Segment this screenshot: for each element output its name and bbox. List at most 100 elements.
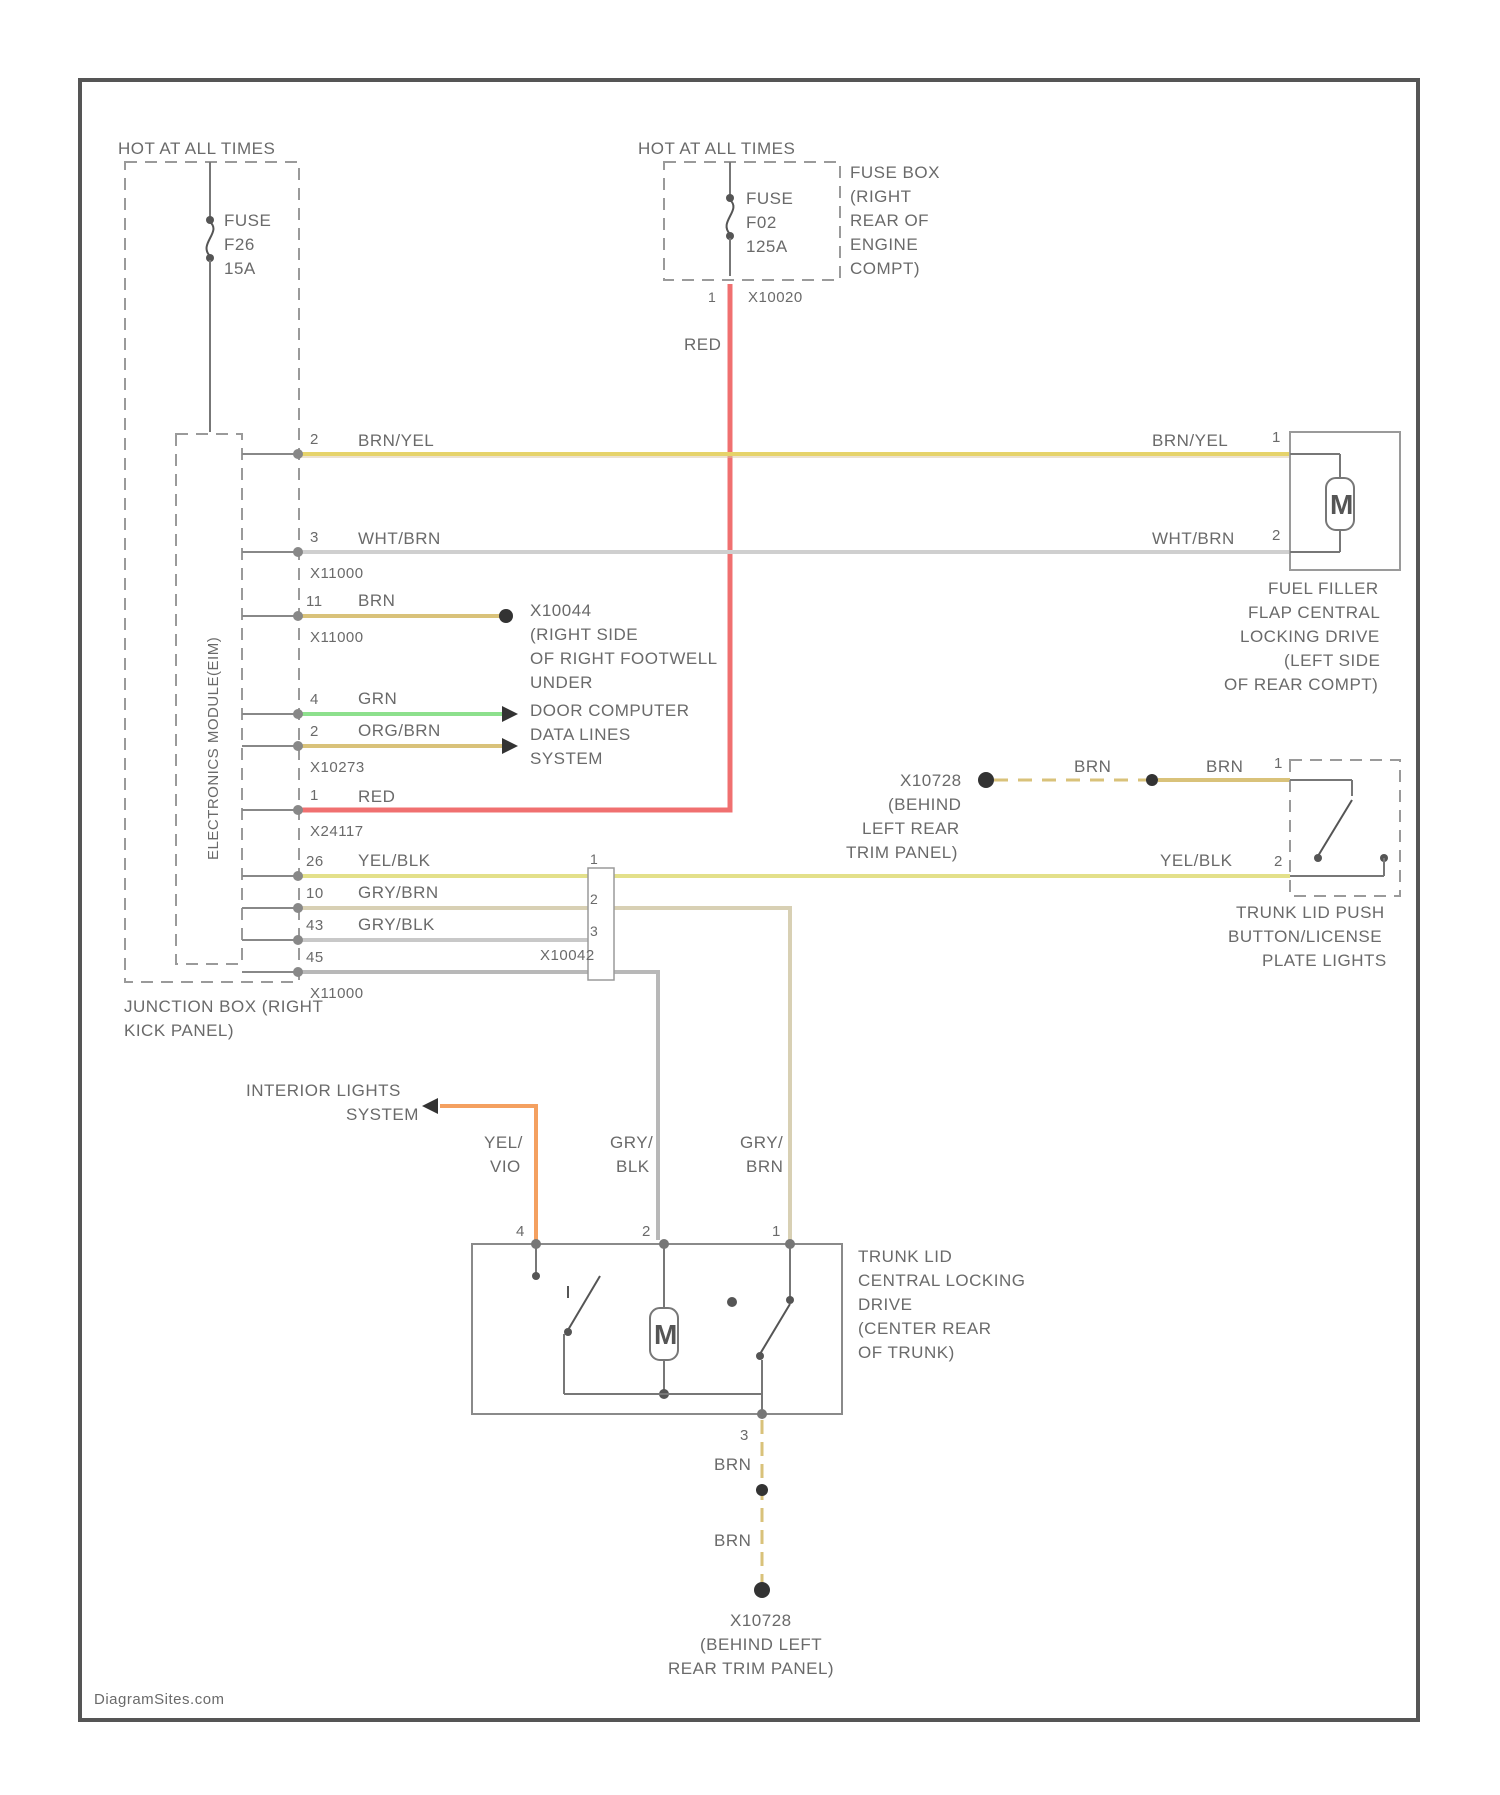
arrow-interior-lights (422, 1098, 438, 1114)
diagram-frame (80, 80, 1418, 1720)
trunk-drive-pin-2: 2 (642, 1223, 651, 1240)
ground-rf-label-3: OF RIGHT FOOTWELL (530, 649, 718, 668)
wire-label-brn-yel-left: BRN/YEL (358, 431, 434, 450)
wire-label-red-left: RED (358, 787, 395, 806)
ground-lr-label-3: LEFT REAR (862, 819, 960, 838)
pin-3-a: 3 (310, 529, 319, 546)
trunk-drive-motor-label: M (654, 1319, 678, 1350)
wire-label-gry-brn-v2: BRN (746, 1157, 783, 1176)
fuel-filler-label-3: LOCKING DRIVE (1240, 627, 1380, 646)
wire-label-wht-brn-left: WHT/BRN (358, 529, 441, 548)
door-data-label-1: DOOR COMPUTER (530, 701, 690, 720)
inline-pin-3: 3 (590, 923, 598, 939)
wire-label-brn-bottom-a: BRN (714, 1455, 751, 1474)
fuse-box-label-4: ENGINE (850, 235, 918, 254)
wire-label-red-top: RED (684, 335, 721, 354)
arrow-org-brn (502, 738, 518, 754)
ground-rf-label-4: UNDER (530, 673, 593, 692)
wire-label-grn: GRN (358, 689, 397, 708)
pin-26: 26 (306, 853, 324, 870)
connector-x10273: X10273 (310, 759, 365, 776)
fuel-filler-motor-label: M (1330, 489, 1354, 520)
door-data-label-3: SYSTEM (530, 749, 603, 768)
fuse-top-rating: 125A (746, 237, 788, 256)
arrow-grn (502, 706, 518, 722)
wire-label-brn-yel-right: BRN/YEL (1152, 431, 1228, 450)
pin-10: 10 (306, 885, 324, 902)
trunk-drive-pin-4: 4 (516, 1223, 525, 1240)
push-pin-1: 1 (1274, 755, 1283, 772)
fuse-box-label-1: FUSE BOX (850, 163, 940, 182)
fuse-top-name: FUSE (746, 189, 793, 208)
electronics-module-label: ELECTRONICS MODULE(EIM) (205, 637, 222, 860)
wire-label-gry-blk: GRY/BLK (358, 915, 435, 934)
fuse-box-label-2: (RIGHT (850, 187, 912, 206)
fuel-filler-label-4: (LEFT SIDE (1284, 651, 1380, 670)
trunk-drive-label-4: (CENTER REAR (858, 1319, 992, 1338)
fuse-box-label-5: COMPT) (850, 259, 920, 278)
pin-2-a: 2 (310, 431, 319, 448)
ground-bottom-label-3: REAR TRIM PANEL) (668, 1659, 834, 1678)
wire-label-brn-ground-a: BRN (1074, 757, 1111, 776)
fuel-filler-label-5: OF REAR COMPT) (1224, 675, 1378, 694)
fuse-left-id: F26 (224, 235, 255, 254)
wire-label-yel-blk-right: YEL/BLK (1160, 851, 1233, 870)
wire-label-brn-bottom-b: BRN (714, 1531, 751, 1550)
wire-label-gry-blk-v2: BLK (616, 1157, 650, 1176)
ground-rf-label-2: (RIGHT SIDE (530, 625, 638, 644)
hot-at-all-times-top: HOT AT ALL TIMES (638, 139, 795, 158)
trunk-push-switch (1318, 800, 1352, 856)
wire-yel-vio (440, 1106, 536, 1240)
ground-rf-label-1: X10044 (530, 601, 592, 620)
push-pin-2: 2 (1274, 853, 1283, 870)
trunk-drive-pin-1: 1 (772, 1223, 781, 1240)
pin-11: 11 (306, 593, 323, 610)
door-data-label-2: DATA LINES (530, 725, 631, 744)
connector-x24117: X24117 (310, 823, 364, 840)
fuse-box-label-3: REAR OF (850, 211, 929, 230)
junction-box-label-2: KICK PANEL) (124, 1021, 234, 1040)
ground-point-rf (499, 609, 513, 623)
ground-point-lr (978, 772, 994, 788)
fuse-left-name: FUSE (224, 211, 271, 230)
module-wire-stubs (242, 454, 296, 972)
ground-lr-label-1: X10728 (900, 771, 962, 790)
trunk-push-label-3: PLATE LIGHTS (1262, 951, 1387, 970)
pin-43: 43 (306, 917, 324, 934)
wire-label-yel-vio-1: YEL/ (484, 1133, 523, 1152)
pin-4: 4 (310, 691, 319, 708)
ground-bottom-label-2: (BEHIND LEFT (700, 1635, 822, 1654)
hot-at-all-times-left: HOT AT ALL TIMES (118, 139, 275, 158)
svg-text:1: 1 (708, 289, 716, 305)
trunk-drive-label-3: DRIVE (858, 1295, 912, 1314)
connector-x11000-b: X11000 (310, 629, 364, 646)
wire-label-org-brn: ORG/BRN (358, 721, 441, 740)
inline-pin-1: 1 (590, 851, 598, 867)
fuel-pin-1: 1 (1272, 429, 1281, 446)
watermark: DiagramSites.com (94, 1691, 225, 1708)
wire-label-gry-brn-v1: GRY/ (740, 1133, 783, 1152)
connector-x11000-a: X11000 (310, 565, 364, 582)
ground-lr-label-4: TRIM PANEL) (846, 843, 958, 862)
splice-bottom (756, 1484, 768, 1496)
ground-point-bottom (754, 1582, 770, 1598)
trunk-drive-label-5: OF TRUNK) (858, 1343, 955, 1362)
wire-label-gry-blk-v1: GRY/ (610, 1133, 653, 1152)
ground-lr-label-2: (BEHIND (888, 795, 961, 814)
trunk-drive-pin-3: 3 (740, 1427, 749, 1444)
fuse-top-connector: X10020 (748, 289, 803, 306)
trunk-drive-label-1: TRUNK LID (858, 1247, 952, 1266)
fuse-left-symbol (207, 222, 214, 256)
interior-lights-label-1: INTERIOR LIGHTS (246, 1081, 401, 1100)
trunk-push-label-2: BUTTON/LICENSE (1228, 927, 1382, 946)
fuse-top-id: F02 (746, 213, 777, 232)
fuel-filler-label-2: FLAP CENTRAL (1248, 603, 1380, 622)
interior-lights-label-2: SYSTEM (346, 1105, 419, 1124)
fuel-pin-2: 2 (1272, 527, 1281, 544)
fuel-filler-label-1: FUEL FILLER (1268, 579, 1379, 598)
trunk-drive-label-2: CENTRAL LOCKING (858, 1271, 1025, 1290)
wire-label-wht-brn-right: WHT/BRN (1152, 529, 1235, 548)
wire-label-yel-blk-left: YEL/BLK (358, 851, 431, 870)
connector-x11000-c: X11000 (310, 985, 364, 1002)
